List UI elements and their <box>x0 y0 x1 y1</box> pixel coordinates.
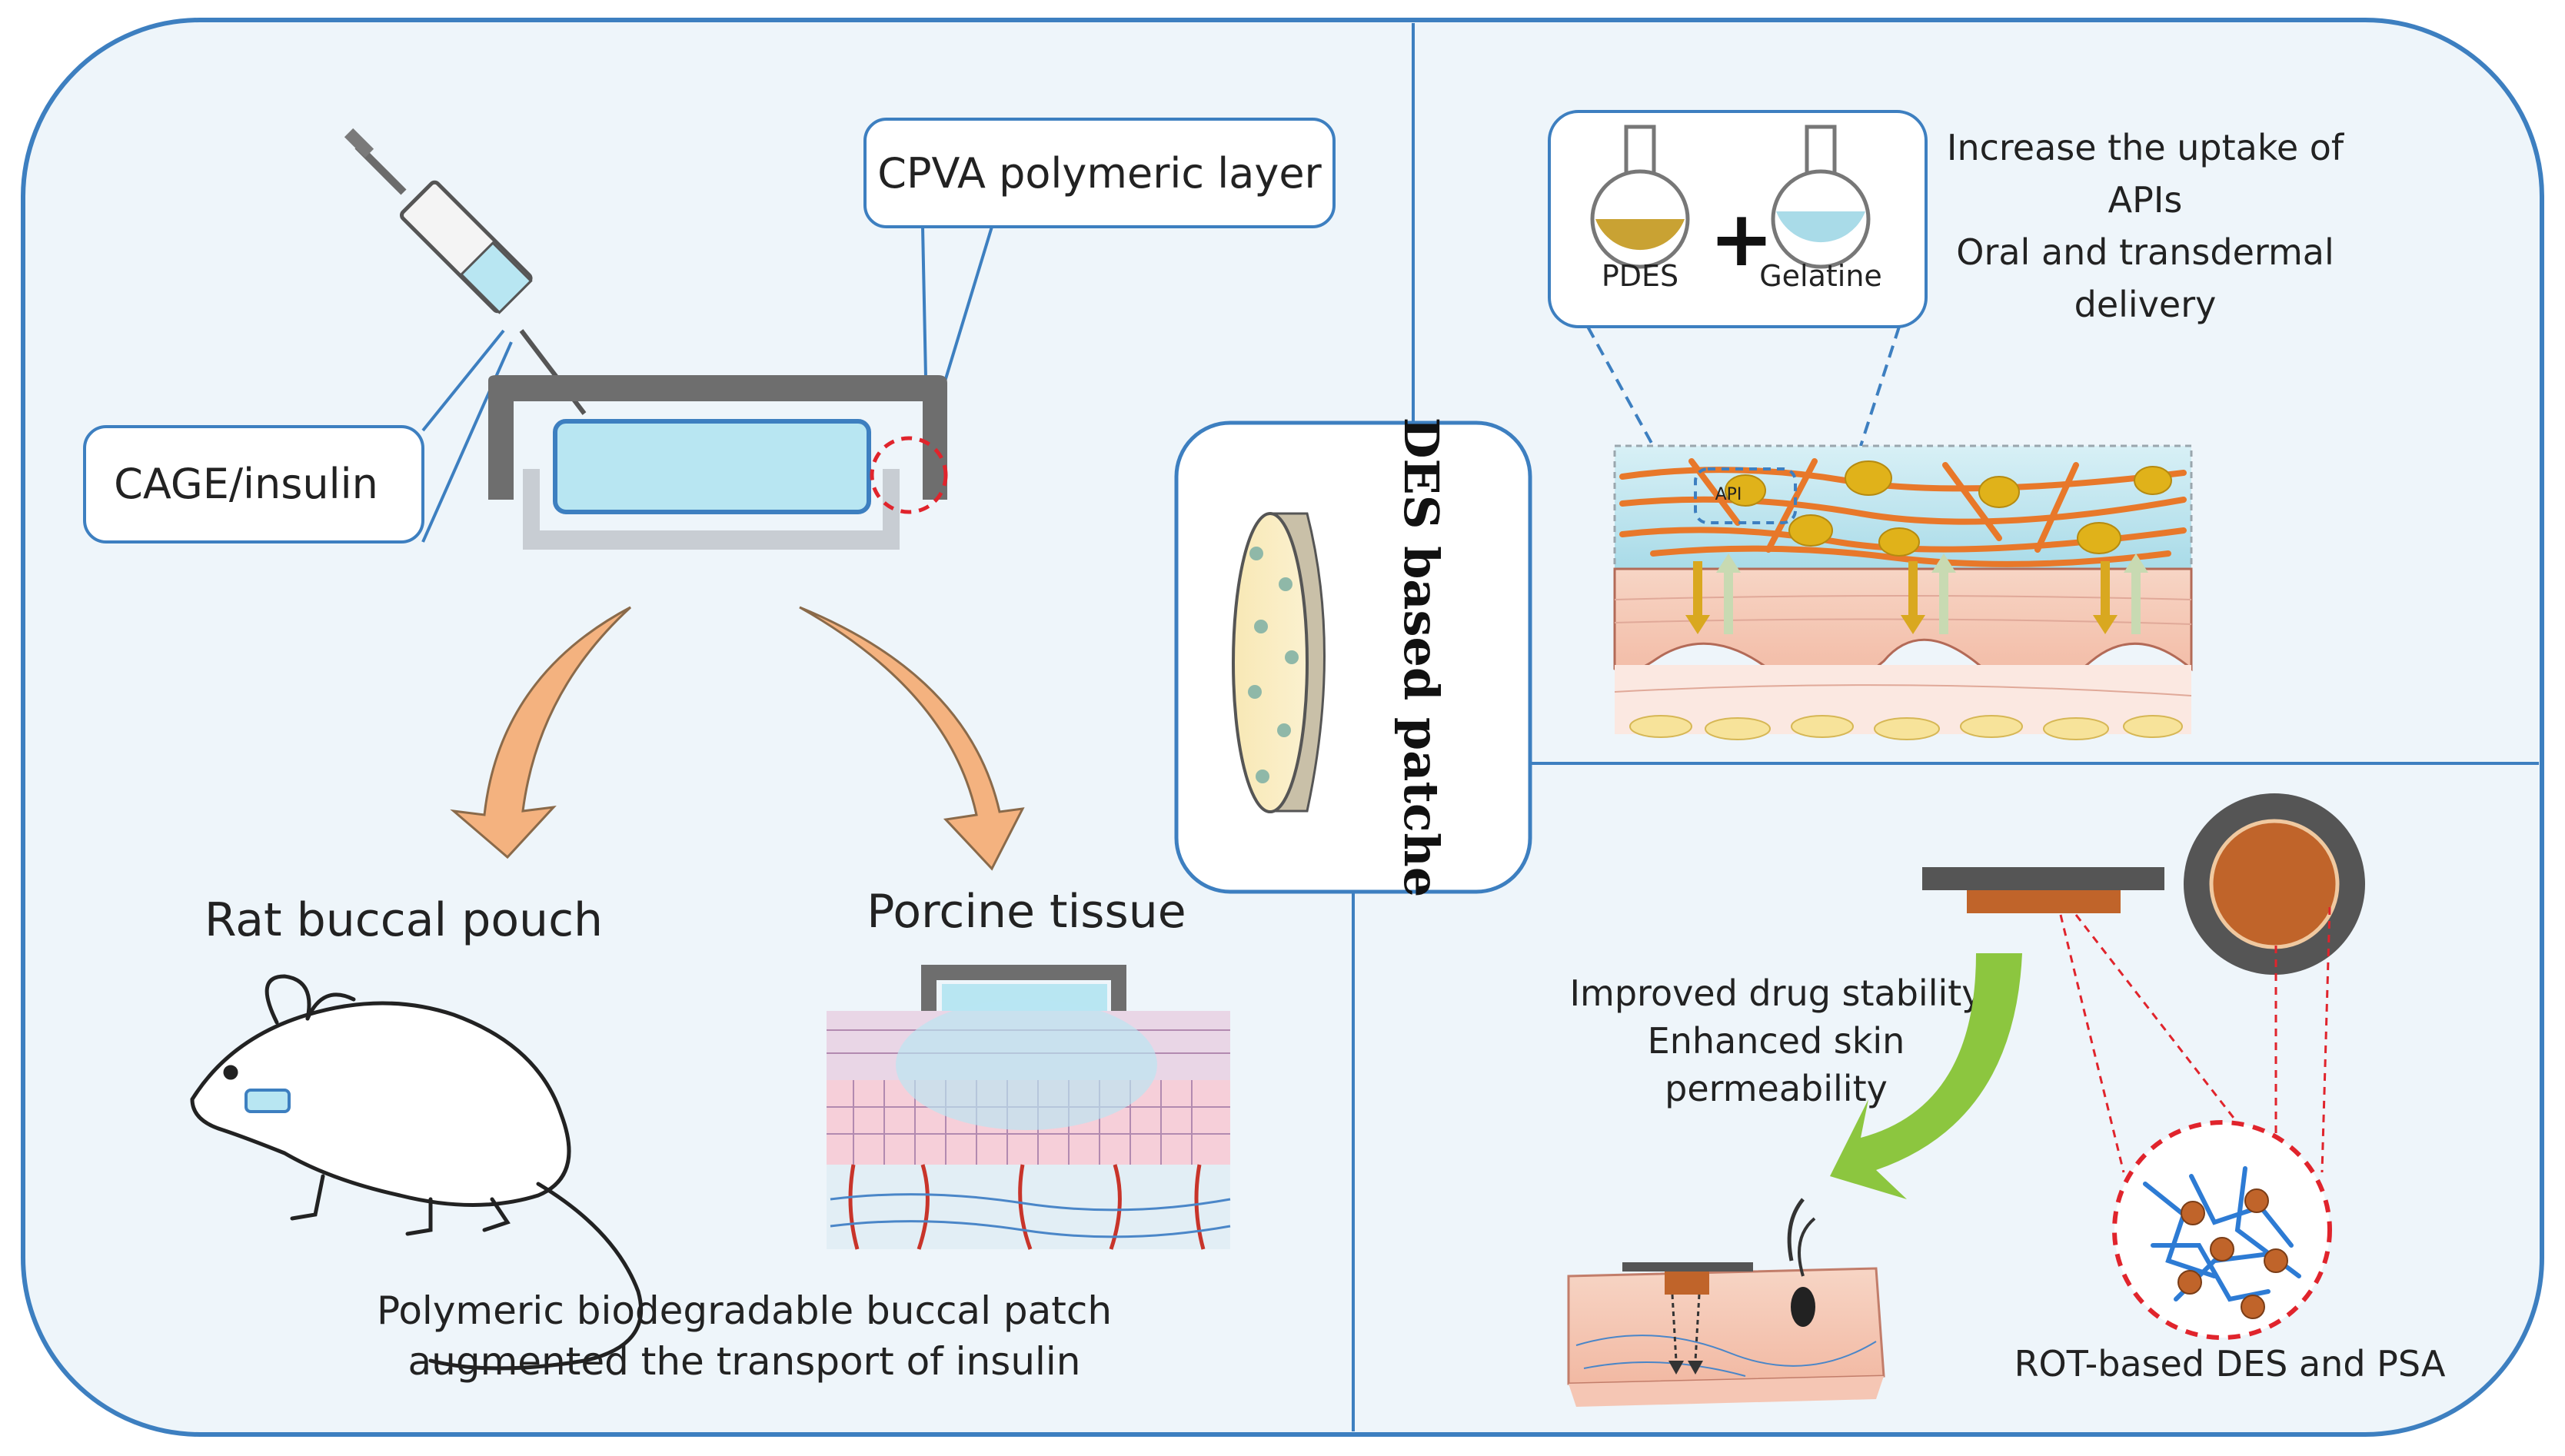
uptake-note-line4: delivery <box>2074 284 2217 325</box>
center-box: DES based patche <box>1174 417 1532 898</box>
gelatine-flask-icon <box>1771 125 1871 269</box>
cage-callout: CAGE/insulin <box>83 329 513 544</box>
arrow-to-rat <box>450 606 632 859</box>
left-caption-line1: Polymeric biodegradable buccal patch <box>377 1288 1112 1333</box>
benefit-line2: Enhanced skin <box>1648 1020 1905 1062</box>
skin-block-illustration <box>1567 1198 1885 1407</box>
cpva-callout: CPVA polymeric layer <box>863 118 1336 443</box>
green-arrow <box>1830 953 2022 1199</box>
arrow-to-porcine <box>799 606 1025 871</box>
benefit-line1: Improved drug stability <box>1569 972 1982 1014</box>
insulin-reservoir <box>553 419 871 514</box>
uptake-note-line3: Oral and transdermal <box>1956 231 2334 273</box>
pdes-flask-label: PDES <box>1602 259 1678 293</box>
patch-disk-icon <box>1232 512 1326 813</box>
gel-skin-illustration: API <box>1613 444 2193 740</box>
top-right-panel: + PDES Gelatine Increase the uptake of A… <box>1548 110 2345 740</box>
polymer-network-illustration <box>2112 1120 2332 1340</box>
psa-patch-side-icon <box>1922 867 2164 913</box>
zoom-line-right <box>1859 326 1901 447</box>
center-title: DES based patche <box>1393 417 1449 898</box>
zoom-lines-red <box>2059 906 2331 1173</box>
bottom-right-panel: ROT-based DES and PSA Improved drug stab… <box>1567 793 2446 1407</box>
plus-icon: + <box>1709 194 1774 284</box>
highlight-circle <box>870 436 948 514</box>
cage-callout-label: CAGE/insulin <box>114 460 378 508</box>
gelatine-flask-label: Gelatine <box>1759 259 1882 293</box>
rot-caption: ROT-based DES and PSA <box>2014 1343 2446 1385</box>
cpva-callout-label: CPVA polymeric layer <box>877 149 1322 198</box>
uptake-note-line1: Increase the uptake of <box>1947 127 2345 168</box>
api-tag <box>1694 467 1797 524</box>
patch-device <box>488 375 948 550</box>
api-tag-label: API <box>1715 485 1742 504</box>
rat-icon <box>190 974 644 1371</box>
permeation-arrows <box>1685 553 2148 634</box>
porcine-label: Porcine tissue <box>867 885 1186 939</box>
porcine-tissue-illustration <box>827 965 1231 1250</box>
left-caption-line2: augmented the transport of insulin <box>408 1339 1081 1384</box>
pdes-flask-icon <box>1590 125 1690 269</box>
benefit-line3: permeability <box>1665 1068 1888 1109</box>
zoom-line-left <box>1586 326 1655 447</box>
left-panel: CPVA polymeric layer CAGE/insulin Rat bu… <box>83 118 1336 1384</box>
psa-patch-top-icon <box>2184 793 2365 975</box>
uptake-note-line2: APIs <box>2108 179 2183 221</box>
rat-label: Rat buccal pouch <box>205 893 603 947</box>
